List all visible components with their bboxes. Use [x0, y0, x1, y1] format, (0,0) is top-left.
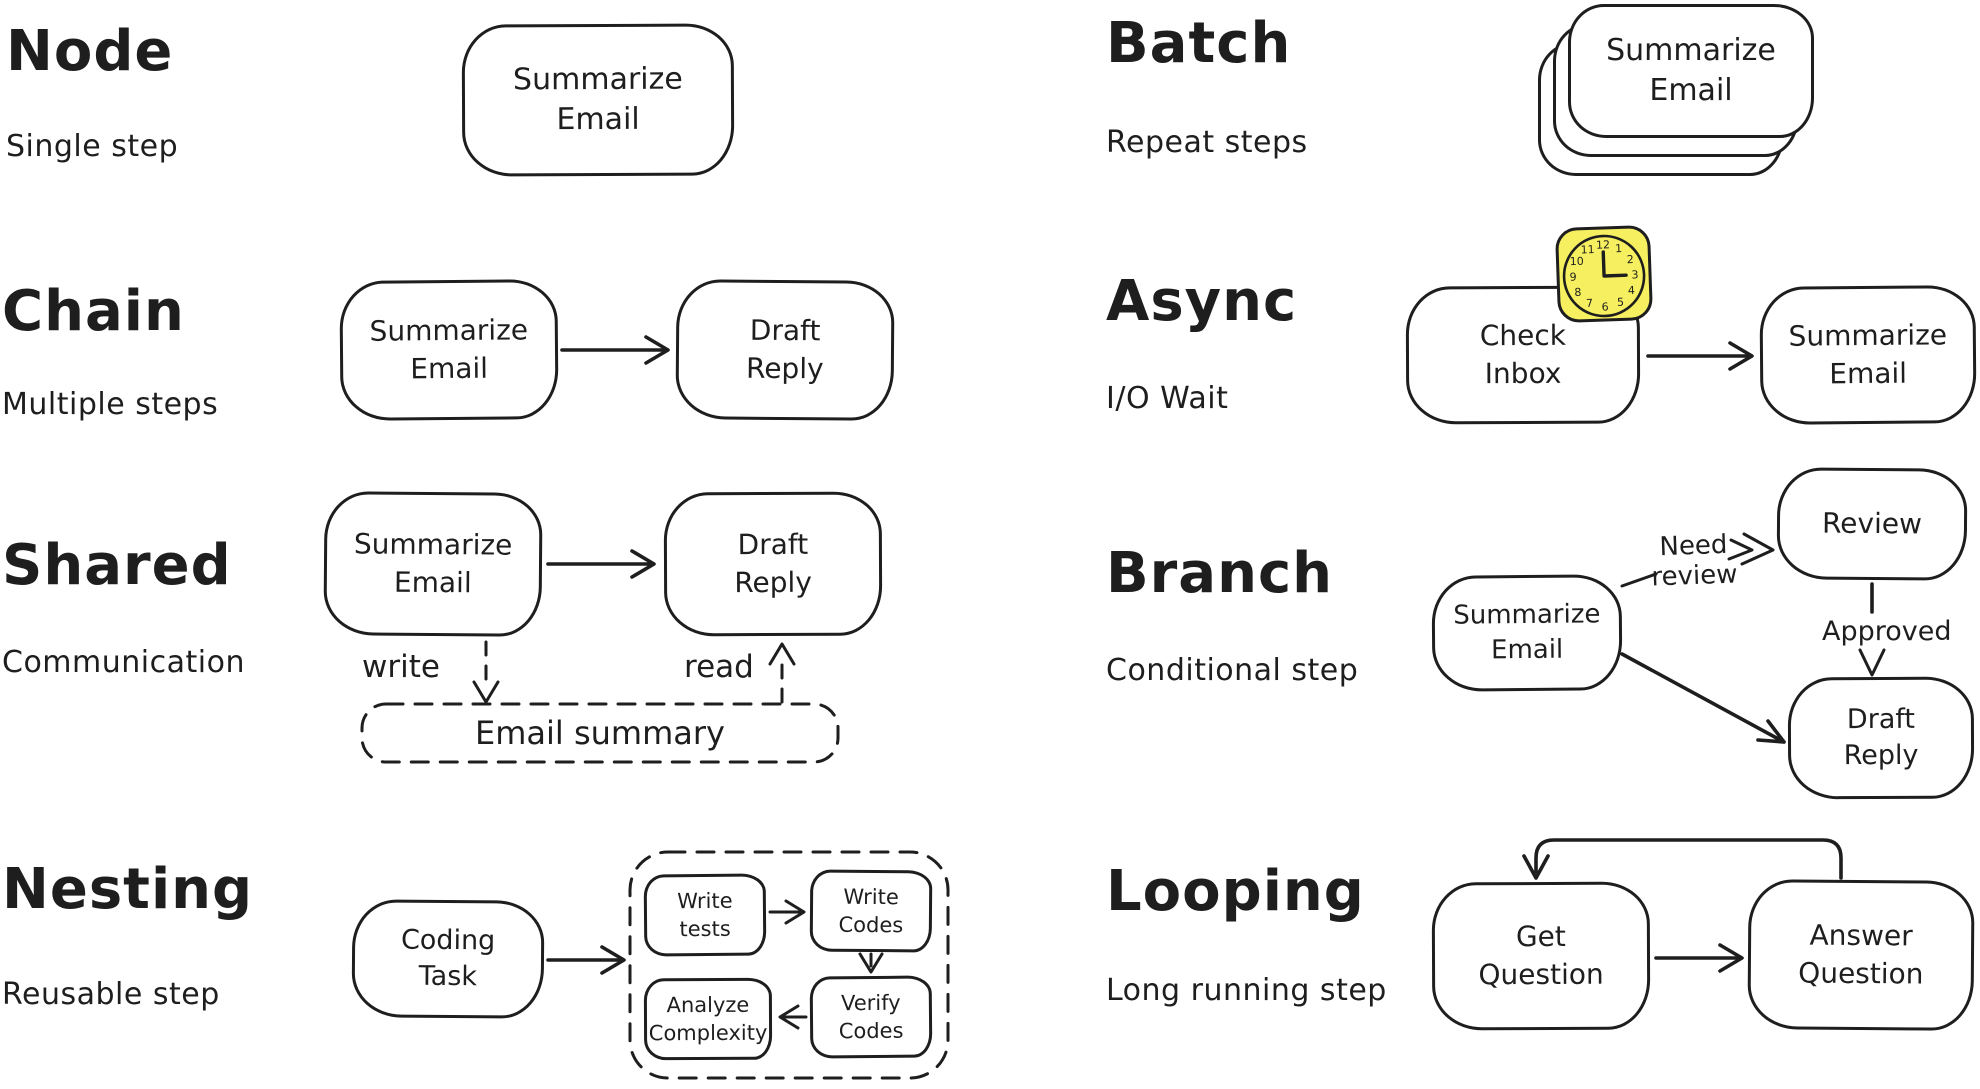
svg-text:5: 5	[1617, 296, 1624, 309]
shared-subtitle: Communication	[2, 645, 245, 680]
box-label: Summarize Email	[353, 527, 513, 600]
svg-text:11: 11	[1580, 243, 1594, 256]
box-label: Answer Question	[1798, 918, 1924, 991]
box-label: Summarize Email	[1788, 318, 1948, 391]
chain-box-draft-reply: Draft Reply	[675, 279, 895, 421]
branch-box-review: Review	[1776, 467, 1968, 581]
svg-text:9: 9	[1569, 270, 1576, 283]
nesting-arrow-codes-verify	[858, 952, 884, 974]
svg-text:7: 7	[1586, 297, 1593, 310]
looping-title: Looping	[1106, 859, 1365, 924]
node-title: Node	[6, 19, 174, 84]
nesting-box-write-codes: Write Codes	[809, 869, 933, 953]
clock-dial	[1562, 234, 1646, 318]
svg-text:2: 2	[1627, 253, 1634, 266]
looping-loopback	[1522, 838, 1843, 880]
nesting-subtitle: Reusable step	[2, 977, 220, 1012]
svg-text:6: 6	[1601, 300, 1608, 313]
box-label: Get Question	[1478, 920, 1604, 992]
looping-box-get-question: Get Question	[1431, 881, 1651, 1031]
branch-diagonal-arrow	[1620, 652, 1786, 744]
shared-title: Shared	[2, 533, 232, 598]
branch-box-draft-reply: Draft Reply	[1787, 676, 1975, 800]
svg-text:12: 12	[1596, 238, 1610, 251]
async-title: Async	[1106, 269, 1298, 334]
nesting-arrow-tests-codes	[768, 899, 806, 925]
branch-title: Branch	[1106, 541, 1334, 606]
box-label: Draft Reply	[1843, 703, 1919, 772]
node-subtitle: Single step	[6, 129, 179, 164]
nesting-title: Nesting	[2, 857, 254, 922]
branch-subtitle: Conditional step	[1106, 653, 1359, 688]
nesting-arrow-verify-analyze	[778, 1004, 808, 1030]
nesting-container	[628, 850, 950, 1080]
box-label: Summarize Email	[1453, 599, 1601, 666]
box-label: Draft Reply	[745, 313, 824, 386]
box-label: Summarize Email	[1606, 32, 1776, 109]
branch-need-review-chevron	[1727, 532, 1775, 566]
shared-store-box	[360, 702, 840, 764]
branch-approved-label: Approved	[1822, 616, 1952, 647]
batch-subtitle: Repeat steps	[1106, 125, 1308, 160]
svg-text:10: 10	[1570, 255, 1584, 268]
chain-arrow	[560, 335, 670, 365]
shared-write-label: write	[362, 649, 440, 685]
looping-subtitle: Long running step	[1106, 973, 1387, 1008]
batch-title: Batch	[1106, 11, 1292, 76]
branch-need-review-dash	[1620, 572, 1658, 588]
nesting-box-coding-task: Coding Task	[351, 899, 545, 1019]
clock-hands	[1601, 250, 1628, 278]
branch-box-summarize-email: Summarize Email	[1431, 574, 1623, 692]
box-label: Analyze Complexity	[648, 992, 768, 1046]
async-arrow	[1646, 341, 1754, 371]
looping-box-answer-question: Answer Question	[1747, 879, 1975, 1031]
branch-need-review-label: Need review	[1650, 529, 1738, 593]
shared-store-label: Email summary	[475, 714, 725, 752]
box-label: Summarize Email	[512, 61, 683, 138]
svg-text:4: 4	[1628, 284, 1635, 297]
shared-read-arrowhead	[768, 642, 796, 666]
nesting-box-write-tests: Write tests	[643, 873, 767, 957]
shared-box-draft-reply: Draft Reply	[663, 491, 883, 637]
branch-approved-arrowhead	[1858, 648, 1886, 677]
chain-title: Chain	[2, 279, 185, 344]
chain-subtitle: Multiple steps	[2, 387, 219, 422]
box-label: Verify Codes	[838, 990, 904, 1044]
nesting-box-verify-codes: Verify Codes	[809, 975, 933, 1059]
svg-text:1: 1	[1615, 242, 1622, 255]
batch-card-stack: Summarize Email	[1538, 4, 1818, 184]
shared-read-label: read	[684, 649, 754, 685]
box-label: Review	[1821, 506, 1923, 541]
node-box-summarize-email: Summarize Email	[461, 23, 735, 177]
svg-text:8: 8	[1574, 286, 1581, 299]
batch-card-front: Summarize Email	[1568, 4, 1814, 138]
box-label: Summarize Email	[369, 313, 529, 386]
box-label: Check Inbox	[1479, 319, 1567, 391]
box-label: Write tests	[677, 888, 733, 942]
svg-text:3: 3	[1631, 268, 1638, 281]
nesting-main-arrow	[546, 945, 626, 975]
box-label: Coding Task	[400, 924, 496, 993]
nesting-box-analyze-complexity: Analyze Complexity	[643, 977, 773, 1061]
async-box-summarize-email: Summarize Email	[1759, 285, 1977, 425]
async-subtitle: I/O Wait	[1106, 381, 1229, 416]
shared-arrow	[546, 549, 656, 579]
chain-box-summarize-email: Summarize Email	[339, 279, 559, 421]
shared-box-summarize-email: Summarize Email	[323, 491, 543, 637]
box-label: Draft Reply	[734, 528, 812, 600]
shared-write-arrowhead	[472, 680, 500, 704]
box-label: Write Codes	[838, 884, 904, 938]
looping-arrow	[1654, 943, 1744, 973]
